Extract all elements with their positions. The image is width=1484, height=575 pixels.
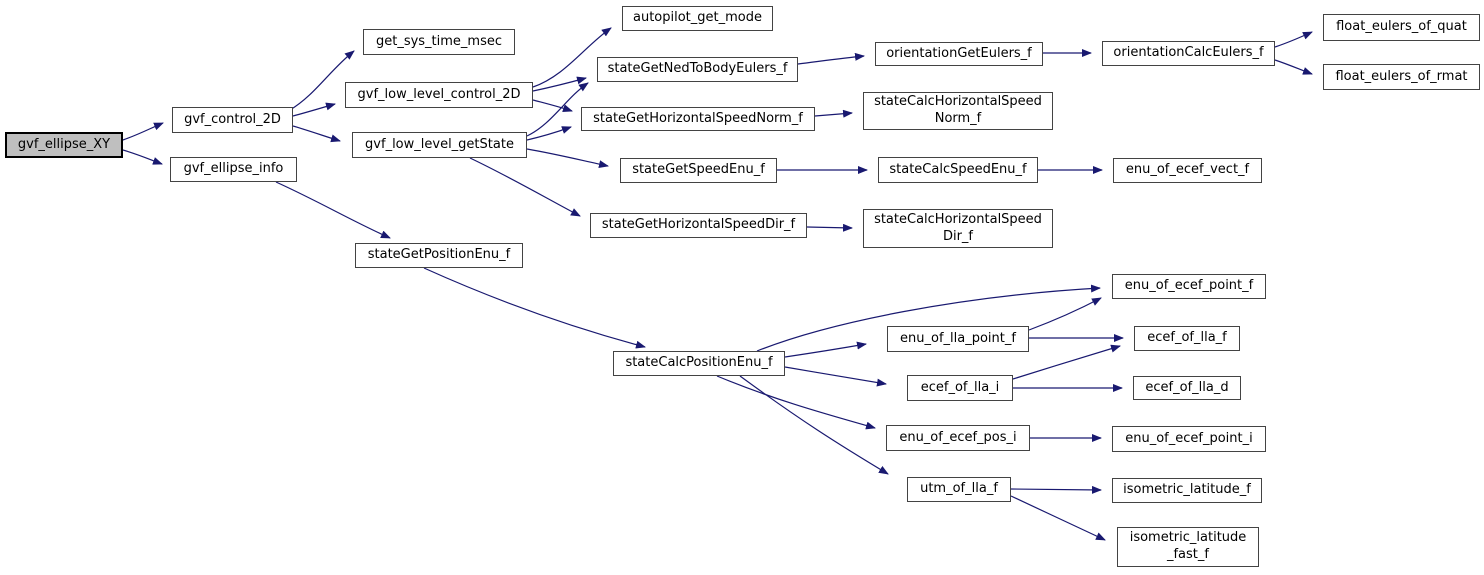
edge-ecef_of_lla_i-ecef_of_lla_f [1012,344,1121,380]
node-float_eulers_of_quat[interactable]: float_eulers_of_quat [1323,14,1480,41]
edge-stateGetHorizontalSpeedNorm_f-stateCalcHorizontalSpeedNorm_f [814,109,853,118]
edge-utm_of_lla_f-isometric_latitude_fast_f [1010,495,1106,541]
node-enu_of_ecef_point_f[interactable]: enu_of_ecef_point_f [1112,274,1266,299]
node-gvf_control_2D[interactable]: gvf_control_2D [172,107,293,133]
node-ecef_of_lla_f[interactable]: ecef_of_lla_f [1134,326,1240,351]
node-isometric_latitude_f[interactable]: isometric_latitude_f [1112,478,1262,503]
node-stateGetHorizontalSpeedDir_f[interactable]: stateGetHorizontalSpeedDir_f [590,213,807,238]
edge-stateCalcPositionEnu_f-ecef_of_lla_i [784,366,887,387]
edge-gvf_low_level_getState-stateGetSpeedEnu_f [526,148,609,169]
edge-gvf_low_level_control_2D-autopilot_get_mode [532,27,612,88]
node-ecef_of_lla_i[interactable]: ecef_of_lla_i [907,375,1013,401]
node-stateGetPositionEnu_f[interactable]: stateGetPositionEnu_f [355,243,523,268]
edge-gvf_ellipse_XY-gvf_ellipse_info [122,149,163,165]
node-stateCalcHorizontalSpeedDir_f[interactable]: stateCalcHorizontalSpeed Dir_f [863,209,1053,248]
node-ecef_of_lla_d[interactable]: ecef_of_lla_d [1133,376,1241,400]
edge-gvf_low_level_control_2D-stateGetHorizontalSpeedNorm_f [532,99,573,112]
node-orientationGetEulers_f[interactable]: orientationGetEulers_f [875,42,1043,66]
edge-orientationCalcEulers_f-float_eulers_of_rmat [1274,59,1313,75]
edge-stateGetNedToBodyEulers_f-orientationGetEulers_f [797,52,865,65]
edge-utm_of_lla_f-isometric_latitude_f [1010,485,1102,494]
edge-gvf_ellipse_info-stateGetPositionEnu_f [275,181,391,239]
node-enu_of_lla_point_f[interactable]: enu_of_lla_point_f [887,326,1029,352]
edge-stateCalcPositionEnu_f-utm_of_lla_f [739,375,889,475]
edge-stateCalcPositionEnu_f-enu_of_ecef_point_f [756,284,1101,352]
node-stateCalcHorizontalSpeedNorm_f[interactable]: stateCalcHorizontalSpeed Norm_f [863,92,1053,130]
node-float_eulers_of_rmat[interactable]: float_eulers_of_rmat [1323,64,1480,90]
edge-stateGetHorizontalSpeedDir_f-stateCalcHorizontalSpeedDir_f [806,223,853,232]
edge-gvf_control_2D-gvf_low_level_getState [292,125,341,143]
node-stateGetHorizontalSpeedNorm_f[interactable]: stateGetHorizontalSpeedNorm_f [581,107,815,131]
edge-gvf_ellipse_XY-gvf_control_2D [122,122,164,141]
edge-enu_of_lla_point_f-enu_of_ecef_point_f [1028,297,1102,331]
edge-gvf_control_2D-get_sys_time_msec [289,50,355,111]
node-gvf_ellipse_info[interactable]: gvf_ellipse_info [170,157,297,182]
node-enu_of_ecef_pos_i[interactable]: enu_of_ecef_pos_i [886,425,1030,451]
node-gvf_low_level_control_2D[interactable]: gvf_low_level_control_2D [345,82,533,108]
node-gvf_ellipse_XY: gvf_ellipse_XY [5,132,123,158]
node-stateCalcSpeedEnu_f[interactable]: stateCalcSpeedEnu_f [878,157,1038,183]
node-enu_of_ecef_point_i[interactable]: enu_of_ecef_point_i [1112,426,1266,452]
edge-gvf_low_level_control_2D-stateGetNedToBodyEulers_f [532,76,587,92]
node-enu_of_ecef_vect_f[interactable]: enu_of_ecef_vect_f [1113,158,1262,183]
edge-stateCalcPositionEnu_f-enu_of_lla_point_f [784,341,867,358]
edge-gvf_low_level_getState-stateGetHorizontalSpeedNorm_f [526,126,572,141]
edge-gvf_low_level_getState-stateGetHorizontalSpeedDir_f [469,157,581,217]
node-stateGetSpeedEnu_f[interactable]: stateGetSpeedEnu_f [620,158,777,183]
edge-stateGetPositionEnu_f-stateCalcPositionEnu_f [423,267,646,349]
edge-orientationCalcEulers_f-float_eulers_of_quat [1274,31,1313,48]
node-isometric_latitude_fast_f[interactable]: isometric_latitude _fast_f [1117,527,1259,567]
node-orientationCalcEulers_f[interactable]: orientationCalcEulers_f [1102,41,1275,66]
node-utm_of_lla_f[interactable]: utm_of_lla_f [907,477,1011,502]
node-autopilot_get_mode[interactable]: autopilot_get_mode [622,6,773,31]
node-stateGetNedToBodyEulers_f[interactable]: stateGetNedToBodyEulers_f [597,57,798,82]
edge-gvf_control_2D-gvf_low_level_control_2D [292,102,336,117]
edge-gvf_low_level_getState-stateGetNedToBodyEulers_f [526,82,589,137]
node-stateCalcPositionEnu_f[interactable]: stateCalcPositionEnu_f [613,351,785,376]
node-get_sys_time_msec[interactable]: get_sys_time_msec [363,29,515,55]
node-gvf_low_level_getState[interactable]: gvf_low_level_getState [352,132,527,158]
edge-stateCalcPositionEnu_f-enu_of_ecef_pos_i [716,375,876,430]
